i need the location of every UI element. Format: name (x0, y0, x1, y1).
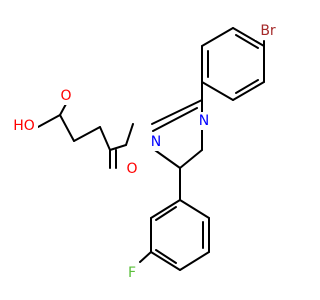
bond (155, 249, 177, 264)
bond (179, 199, 210, 219)
label-background (255, 20, 281, 40)
bond (37, 114, 61, 128)
bromine-label: Br (260, 23, 276, 39)
bond (179, 251, 210, 271)
bond (151, 147, 181, 169)
bond (150, 199, 181, 219)
bond (99, 126, 111, 151)
bond (232, 27, 265, 47)
bond (59, 103, 67, 116)
bond (59, 114, 75, 142)
bond (179, 149, 203, 169)
bond (125, 123, 134, 146)
label-background (124, 160, 140, 178)
label-background (10, 117, 38, 135)
acid-oxygen-label: O (60, 88, 71, 104)
nitrogen-label: N (199, 113, 209, 129)
bond (201, 27, 234, 47)
bond (155, 206, 177, 221)
bond (151, 99, 203, 125)
label-background (124, 264, 140, 282)
atom-labels: Br N N O O HO F (10, 20, 281, 282)
bond (152, 107, 198, 132)
fluorine-label: F (128, 265, 136, 281)
bromophenyl-ring (201, 27, 265, 101)
label-background (148, 133, 164, 151)
label-background (58, 87, 74, 105)
fluorophenyl-ring (150, 199, 210, 271)
nitrogen-label: N (151, 134, 161, 150)
bond (235, 34, 259, 49)
amide-oxygen-label: O (126, 161, 137, 177)
bond-to-fluorine (139, 251, 152, 263)
molecule-structure: Br N N O O HO F (10, 20, 281, 282)
bond (109, 144, 127, 151)
bond (235, 79, 259, 94)
bond (150, 251, 181, 271)
label-background (196, 112, 212, 130)
bond (73, 126, 101, 142)
hydroxyl-label: HO (13, 118, 35, 134)
bond (232, 81, 265, 101)
bond (201, 81, 234, 101)
